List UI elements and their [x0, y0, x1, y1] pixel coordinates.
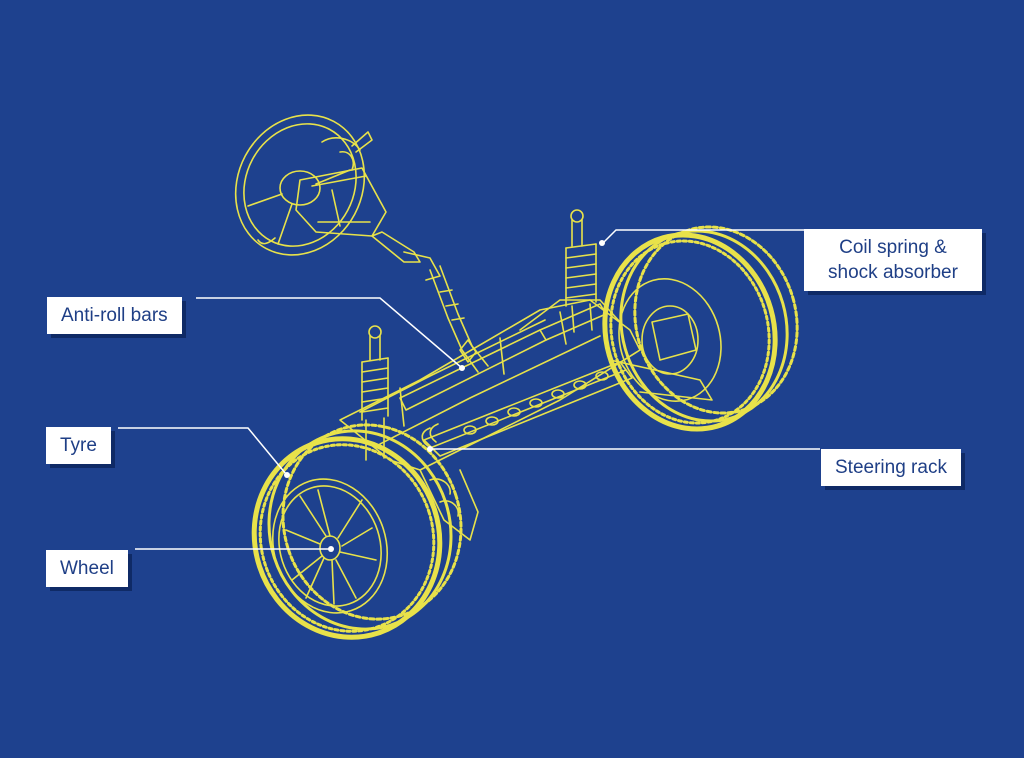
leader-dot-anti-roll-bars [459, 365, 465, 371]
leader-dot-tyre [284, 472, 290, 478]
label-anti-roll-bars: Anti-roll bars [47, 297, 182, 334]
wheel-tyre-right [602, 225, 799, 432]
leader-tyre [118, 427, 287, 475]
subframe [339, 299, 641, 541]
leader-coil-spring [602, 229, 804, 244]
steering-rack [421, 361, 633, 457]
leader-lines [118, 229, 820, 550]
label-coil-spring-line1: Coil spring & [839, 237, 947, 258]
leader-dot-coil-spring [599, 240, 605, 246]
label-coil-spring-shock-absorber: Coil spring & shock absorber [804, 229, 982, 291]
shock-absorber-left [361, 325, 389, 461]
steering-column [295, 167, 489, 373]
label-tyre: Tyre [46, 427, 111, 464]
steering-wheel [234, 114, 373, 256]
leader-anti-roll-bars [196, 297, 463, 369]
anti-roll-bar [399, 303, 607, 411]
label-coil-spring-line2: shock absorber [828, 262, 958, 283]
label-steering-rack: Steering rack [821, 449, 961, 486]
leader-dot-wheel [328, 546, 334, 552]
leader-dot-steering-rack [427, 446, 433, 452]
shock-absorber-right [565, 209, 597, 333]
leader-dots [284, 240, 605, 552]
label-wheel: Wheel [46, 550, 128, 587]
